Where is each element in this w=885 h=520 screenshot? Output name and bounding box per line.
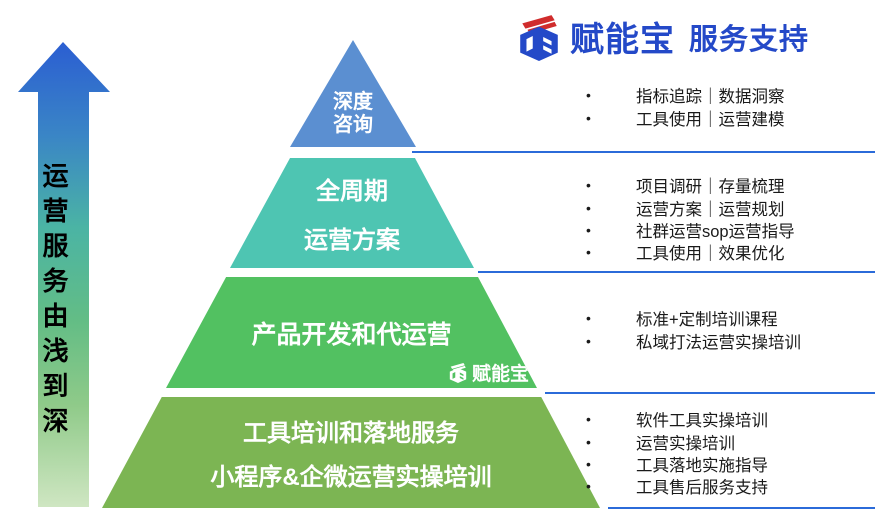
level-title-line: 全周期 <box>316 178 388 205</box>
connector-line-4 <box>608 507 875 509</box>
bullet-icon: • <box>586 310 591 327</box>
bullet-icon: • <box>586 455 591 472</box>
detail-list-training: • 软件工具实操培训 • 运营实操培训 • 工具落地实施指导 • 工具售后服务支… <box>586 408 768 498</box>
list-item-text: 指标追踪｜数据洞察 <box>636 88 785 107</box>
depth-arrow-label: 运营服务由浅到深 <box>39 162 69 442</box>
list-item-text: 运营实操培训 <box>636 434 735 453</box>
list-item: • 标准+定制培训课程 <box>586 307 801 329</box>
watermark-logo: 赋能宝 <box>448 359 529 386</box>
header-logo: 赋能宝 服务支持 <box>516 12 809 61</box>
level-title-line: 深度 <box>333 91 373 113</box>
bullet-icon: • <box>586 221 591 238</box>
detail-list-consulting: • 指标追踪｜数据洞察 • 工具使用｜运营建模 <box>586 84 785 129</box>
list-item: • 社群运营sop运营指导 <box>586 219 795 241</box>
level-title-line: 小程序&企微运营实操培训 <box>210 464 492 491</box>
level-title-line: 工具培训和落地服务 <box>243 420 459 447</box>
list-item: • 工具售后服务支持 <box>586 475 768 497</box>
list-item-text: 社群运营sop运营指导 <box>636 222 795 241</box>
level-title-line: 运营方案 <box>304 227 400 254</box>
bullet-icon: • <box>586 109 591 126</box>
bullet-icon: • <box>586 87 591 104</box>
bullet-icon: • <box>586 433 591 450</box>
pyramid-level-consulting: 深度 咨询 <box>290 40 416 147</box>
list-item: • 运营实操培训 <box>586 430 768 453</box>
list-item: • 工具使用｜运营建模 <box>586 106 785 129</box>
list-item-text: 项目调研｜存量梳理 <box>636 178 785 197</box>
bullet-icon: • <box>586 244 591 261</box>
bullet-icon: • <box>586 332 591 349</box>
list-item-text: 工具使用｜运营建模 <box>636 110 785 129</box>
bullet-icon: • <box>586 478 591 495</box>
list-item-text: 软件工具实操培训 <box>636 412 768 431</box>
detail-list-full-cycle: • 项目调研｜存量梳理 • 运营方案｜运营规划 • 社群运营sop运营指导 • … <box>586 174 795 264</box>
list-item-text: 工具售后服务支持 <box>636 479 768 498</box>
list-item: • 工具落地实施指导 <box>586 453 768 475</box>
detail-list-dev-ops: • 标准+定制培训课程 • 私域打法运营实操培训 <box>586 307 801 352</box>
brand-suffix: 服务支持 <box>689 23 810 56</box>
list-item-text: 工具使用｜效果优化 <box>636 245 785 264</box>
level-title-line: 咨询 <box>333 114 373 136</box>
connector-line-2 <box>478 271 875 273</box>
list-item-text: 运营方案｜运营规划 <box>636 200 785 219</box>
depth-arrow-icon <box>18 42 110 507</box>
connector-line-1 <box>412 151 875 153</box>
brand-name: 赋能宝 <box>570 21 675 59</box>
pyramid-level-training: 工具培训和落地服务 小程序&企微运营实操培训 <box>102 397 600 508</box>
connector-line-3 <box>545 392 875 394</box>
list-item-text: 私域打法运营实操培训 <box>636 333 801 352</box>
level-title-line: 产品开发和代运营 <box>251 320 452 349</box>
pyramid-level-dev-ops: 产品开发和代运营 赋能宝 <box>166 277 537 388</box>
pyramid-level-full-cycle: 全周期 运营方案 <box>230 158 474 268</box>
list-item: • 工具使用｜效果优化 <box>586 241 795 263</box>
bullet-icon: • <box>586 411 591 428</box>
bullet-icon: • <box>586 177 591 194</box>
list-item: • 私域打法运营实操培训 <box>586 329 801 352</box>
list-item: • 指标追踪｜数据洞察 <box>586 84 785 106</box>
list-item: • 软件工具实操培训 <box>586 408 768 430</box>
bullet-icon: • <box>586 199 591 216</box>
list-item-text: 标准+定制培训课程 <box>636 311 778 330</box>
watermark-cube-icon <box>449 362 467 383</box>
watermark-text: 赋能宝 <box>471 364 529 385</box>
list-item: • 运营方案｜运营规划 <box>586 196 795 219</box>
list-item: • 项目调研｜存量梳理 <box>586 174 795 196</box>
list-item-text: 工具落地实施指导 <box>636 456 768 475</box>
brand-cube-icon <box>520 14 558 61</box>
